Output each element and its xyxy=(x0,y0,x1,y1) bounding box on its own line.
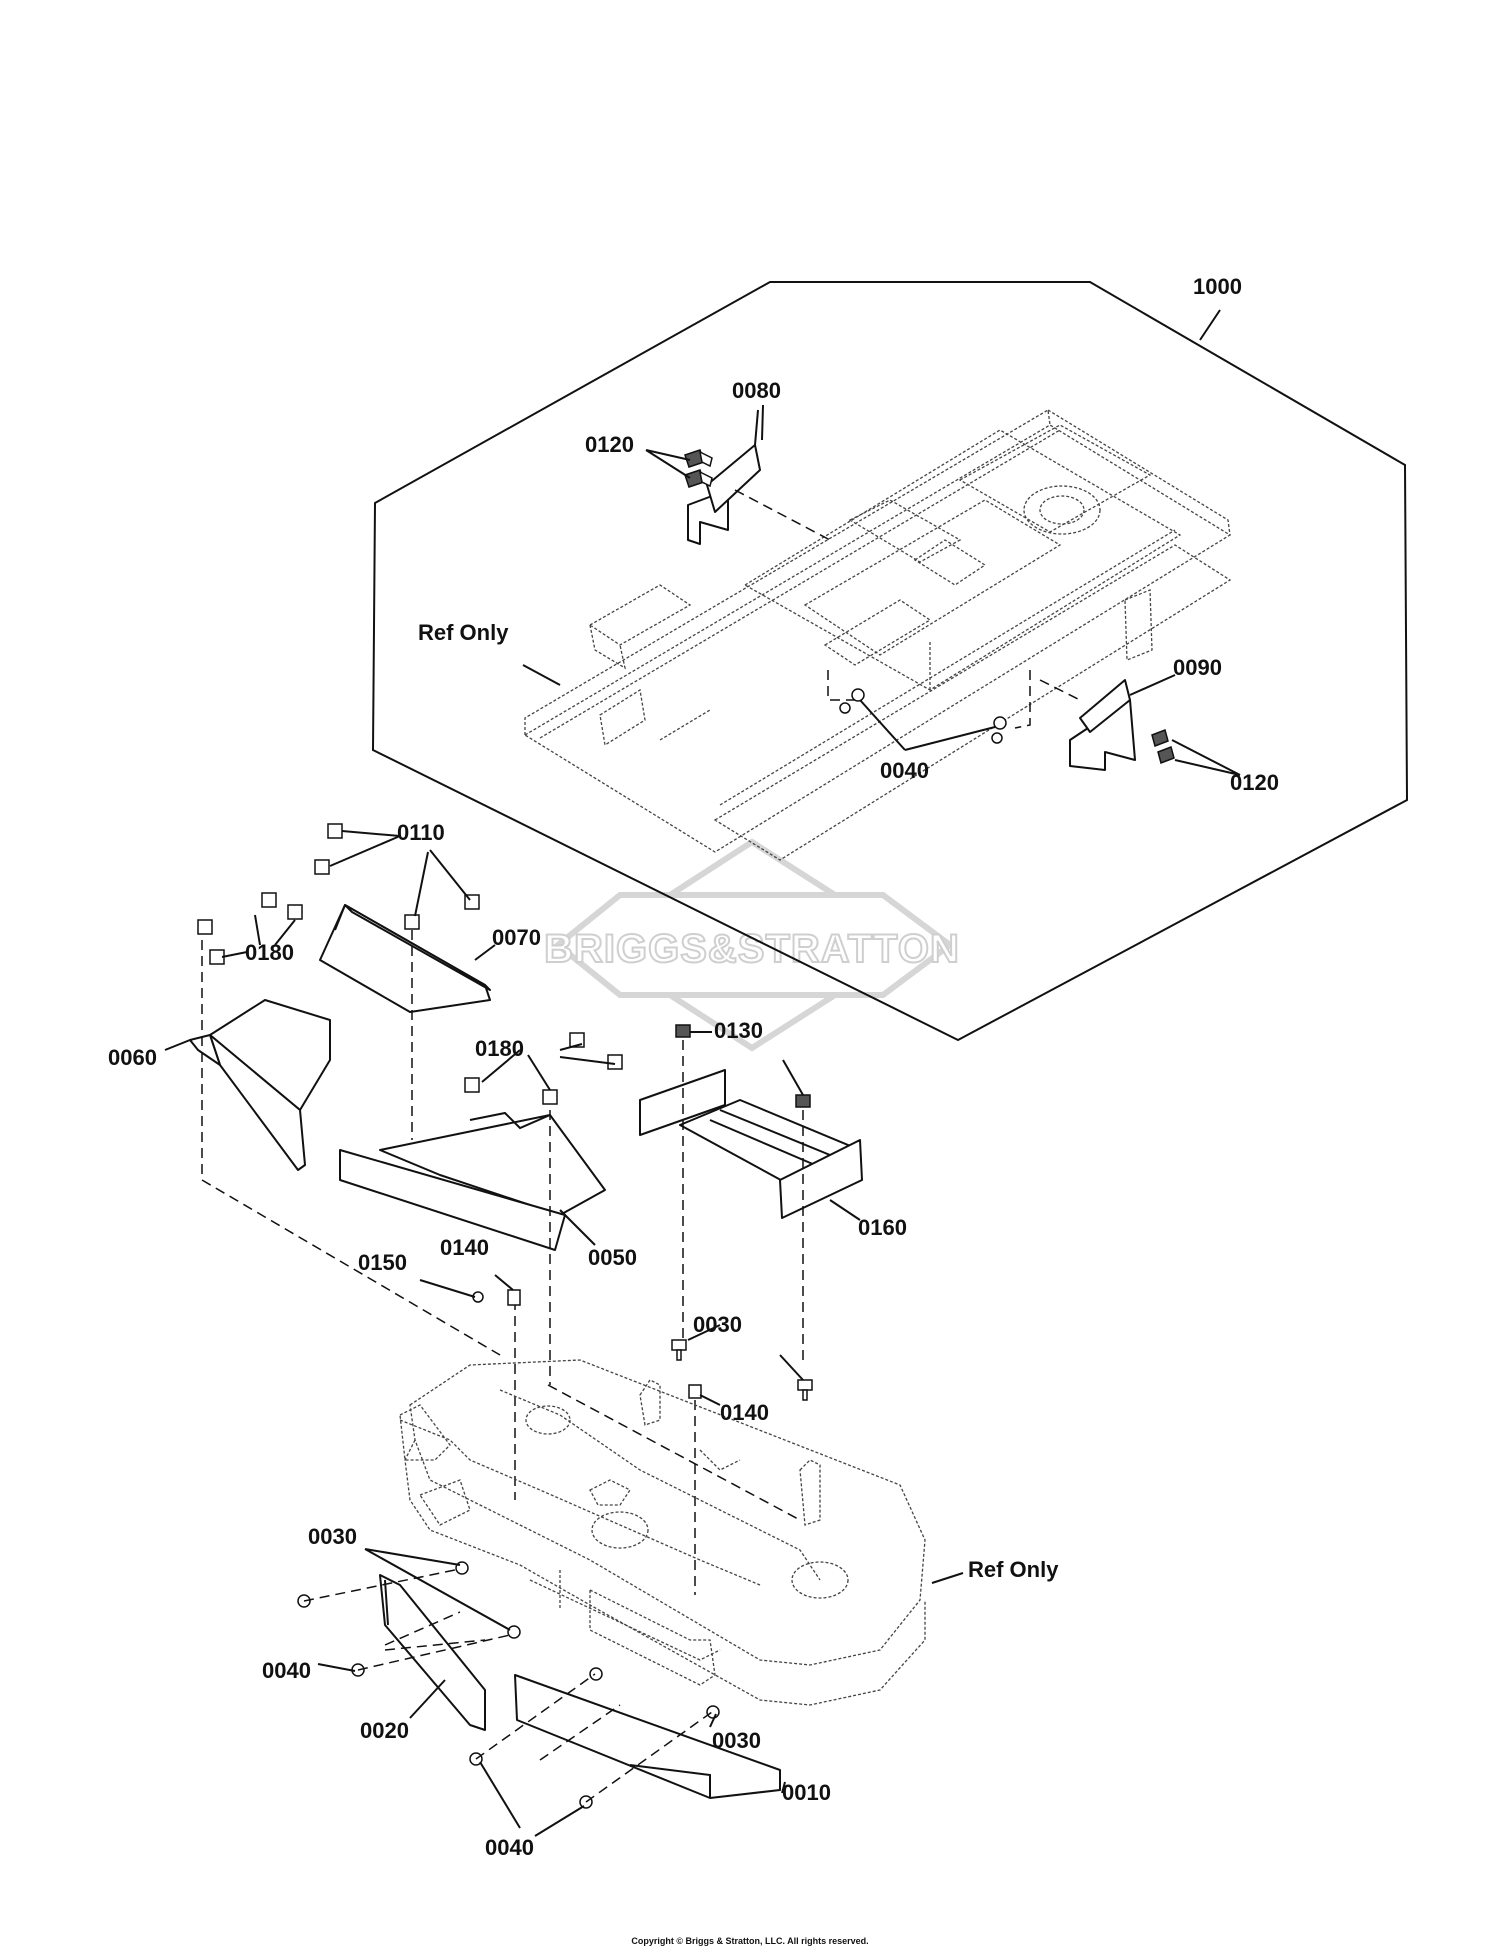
deflector-0010 xyxy=(514,1674,781,1799)
callout-ref-only-frame: Ref Only xyxy=(418,620,509,645)
callout-0030-upper: 0030 xyxy=(693,1312,742,1337)
briggs-stratton-watermark: BRIGGS&STRATTON xyxy=(543,838,960,1052)
callout-0040-frame: 0040 xyxy=(880,758,929,783)
dashed-lower xyxy=(303,1569,713,1803)
baffle-0060 xyxy=(189,999,331,1171)
frame-ref-only-drawing xyxy=(523,408,1232,861)
leader-0040a-dash2 xyxy=(1014,670,1031,729)
callout-1000: 1000 xyxy=(1193,274,1242,299)
frame-assembly-boundary xyxy=(371,281,1409,1042)
callout-0150: 0150 xyxy=(358,1250,407,1275)
baffle-0070 xyxy=(319,904,491,1013)
mower-deck-ref-only xyxy=(399,1359,926,1706)
watermark-text: BRIGGS&STRATTON xyxy=(544,927,960,971)
callout-0040-bottom: 0040 xyxy=(485,1835,534,1860)
leader-0080-dash xyxy=(734,489,831,541)
bolts-0110 xyxy=(314,823,480,930)
callout-0110: 0110 xyxy=(397,820,445,845)
callout-ref-only-deck: Ref Only xyxy=(968,1557,1059,1582)
callout-0140-lower: 0140 xyxy=(720,1400,769,1425)
callout-0180-right: 0180 xyxy=(475,1036,524,1061)
leader-lines xyxy=(164,309,1241,1837)
hardware-center xyxy=(472,1289,813,1401)
callout-0030-lower: 0030 xyxy=(712,1728,761,1753)
leader-0090-dash xyxy=(1039,679,1081,701)
nuts-0130 xyxy=(675,1024,811,1108)
assembly-line-0060 xyxy=(201,940,501,1356)
bracket-0080 xyxy=(687,409,761,545)
deflector-0020 xyxy=(379,1574,486,1731)
callout-0090: 0090 xyxy=(1173,655,1222,680)
callout-0140-upper: 0140 xyxy=(440,1235,489,1260)
callout-0160: 0160 xyxy=(858,1215,907,1240)
callout-0130: 0130 xyxy=(714,1018,763,1043)
callout-0040-left: 0040 xyxy=(262,1658,311,1683)
callout-0060: 0060 xyxy=(108,1045,157,1070)
callout-0180-left: 0180 xyxy=(245,940,294,965)
callout-0120-lower: 0120 xyxy=(1230,770,1279,795)
callout-0010: 0010 xyxy=(782,1780,831,1805)
callout-0030-left: 0030 xyxy=(308,1524,357,1549)
baffle-0050 xyxy=(339,1111,606,1251)
callout-0020: 0020 xyxy=(360,1718,409,1743)
shield-0160 xyxy=(639,1069,863,1219)
copyright-notice: Copyright © Briggs & Stratton, LLC. All … xyxy=(631,1936,869,1946)
callout-0120-upper: 0120 xyxy=(585,432,634,457)
leader-0040a-dash xyxy=(827,670,860,701)
bolts-0120-upper xyxy=(684,449,713,488)
callout-0050: 0050 xyxy=(588,1245,637,1270)
nuts-0040-frame xyxy=(839,688,1007,744)
callout-0080: 0080 xyxy=(732,378,781,403)
callout-0070: 0070 xyxy=(492,925,541,950)
bolts-0180-left xyxy=(197,892,303,965)
bolts-0120-lower xyxy=(1151,729,1175,764)
bracket-0090 xyxy=(1069,679,1136,771)
